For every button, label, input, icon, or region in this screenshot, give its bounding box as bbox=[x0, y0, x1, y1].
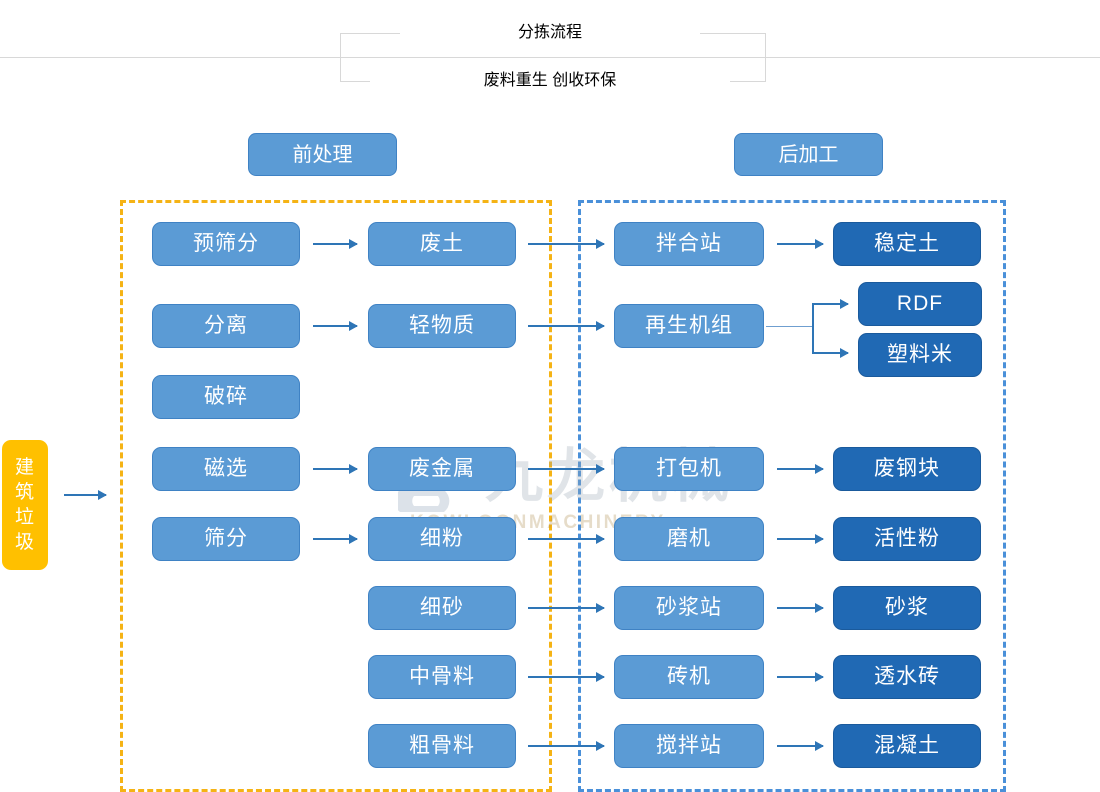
node-plastic-pellets[interactable]: 塑料米 bbox=[858, 333, 982, 377]
arrow-magnetic-wastemetal bbox=[313, 464, 358, 474]
page-title: 分拣流程 bbox=[400, 18, 700, 42]
arrow-brickmachine-permeablebrick bbox=[777, 672, 824, 682]
node-scrap-steel[interactable]: 废钢块 bbox=[833, 447, 981, 491]
section-chip-pre[interactable]: 前处理 bbox=[248, 133, 397, 176]
arrow-finesand-mortarstation bbox=[528, 603, 605, 613]
arrow-prescreen-wastesoil bbox=[313, 239, 358, 249]
arrow-separation-lightmaterial bbox=[313, 321, 358, 331]
arrow-coarseaggregate-batchingplant bbox=[528, 741, 605, 751]
node-mortar[interactable]: 砂浆 bbox=[833, 586, 981, 630]
branch-riser bbox=[812, 303, 814, 353]
node-screening[interactable]: 筛分 bbox=[152, 517, 300, 561]
section-chip-post[interactable]: 后加工 bbox=[734, 133, 883, 176]
arrow-mediumaggregate-brickmachine bbox=[528, 672, 605, 682]
arrow-screening-finepowder bbox=[313, 534, 358, 544]
node-concrete-batching-plant[interactable]: 搅拌站 bbox=[614, 724, 764, 768]
arrow-baler-scrapsteel bbox=[777, 464, 824, 474]
arrow-recyclingunit-plasticpellets bbox=[812, 348, 849, 358]
input-char-2: 垃 bbox=[14, 507, 35, 528]
node-brick-machine[interactable]: 砖机 bbox=[614, 655, 764, 699]
node-pre-screening[interactable]: 预筛分 bbox=[152, 222, 300, 266]
node-coarse-aggregate[interactable]: 粗骨料 bbox=[368, 724, 516, 768]
node-fine-sand[interactable]: 细砂 bbox=[368, 586, 516, 630]
arrow-finepowder-mill bbox=[528, 534, 605, 544]
arrow-batchingplant-concrete bbox=[777, 741, 824, 751]
input-char-0: 建 bbox=[14, 457, 35, 478]
arrow-wastesoil-mixingstation bbox=[528, 239, 605, 249]
arrow-mortarstation-mortar bbox=[777, 603, 824, 613]
input-char-3: 圾 bbox=[14, 532, 35, 553]
node-crushing[interactable]: 破碎 bbox=[152, 375, 300, 419]
node-waste-metal[interactable]: 废金属 bbox=[368, 447, 516, 491]
zone-preprocess bbox=[120, 200, 552, 792]
node-medium-aggregate[interactable]: 中骨料 bbox=[368, 655, 516, 699]
header-rule bbox=[0, 57, 1100, 58]
node-recycling-unit[interactable]: 再生机组 bbox=[614, 304, 764, 348]
node-rdf[interactable]: RDF bbox=[858, 282, 982, 326]
node-stabilized-soil[interactable]: 稳定土 bbox=[833, 222, 981, 266]
node-permeable-brick[interactable]: 透水砖 bbox=[833, 655, 981, 699]
arrow-input-to-pre bbox=[64, 490, 107, 500]
node-waste-soil[interactable]: 废土 bbox=[368, 222, 516, 266]
input-construction-waste[interactable]: 建 筑 垃 圾 bbox=[2, 440, 48, 570]
node-mixing-station[interactable]: 拌合站 bbox=[614, 222, 764, 266]
node-separation[interactable]: 分离 bbox=[152, 304, 300, 348]
node-active-powder[interactable]: 活性粉 bbox=[833, 517, 981, 561]
node-light-material[interactable]: 轻物质 bbox=[368, 304, 516, 348]
node-magnetic-separation[interactable]: 磁选 bbox=[152, 447, 300, 491]
node-mortar-station[interactable]: 砂浆站 bbox=[614, 586, 764, 630]
node-grinding-mill[interactable]: 磨机 bbox=[614, 517, 764, 561]
arrow-recyclingunit-rdf bbox=[812, 299, 849, 309]
branch-stem bbox=[766, 326, 814, 327]
arrow-mill-activepowder bbox=[777, 534, 824, 544]
input-char-1: 筑 bbox=[14, 482, 35, 503]
node-fine-powder[interactable]: 细粉 bbox=[368, 517, 516, 561]
node-baler[interactable]: 打包机 bbox=[614, 447, 764, 491]
node-concrete[interactable]: 混凝土 bbox=[833, 724, 981, 768]
arrow-mixingstation-stabilizedsoil bbox=[777, 239, 824, 249]
arrow-wastemetal-baler bbox=[528, 464, 605, 474]
page-subtitle: 废料重生 创收环保 bbox=[370, 66, 730, 90]
arrow-lightmaterial-recyclingunit bbox=[528, 321, 605, 331]
